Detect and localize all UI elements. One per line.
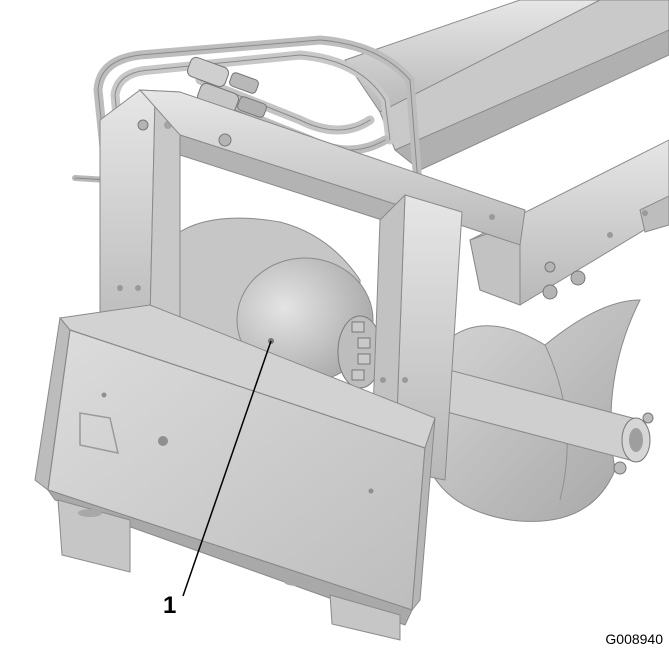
- callout-leader-line: [182, 340, 272, 597]
- figure-id: G008940: [605, 631, 663, 647]
- hose-couplers: [186, 56, 267, 118]
- mounting-plate: [34, 304, 436, 626]
- callout-number: 1: [163, 592, 177, 619]
- mounting-feet: [57, 499, 401, 641]
- lower-arm: [469, 139, 669, 306]
- upper-arm: [344, 0, 669, 171]
